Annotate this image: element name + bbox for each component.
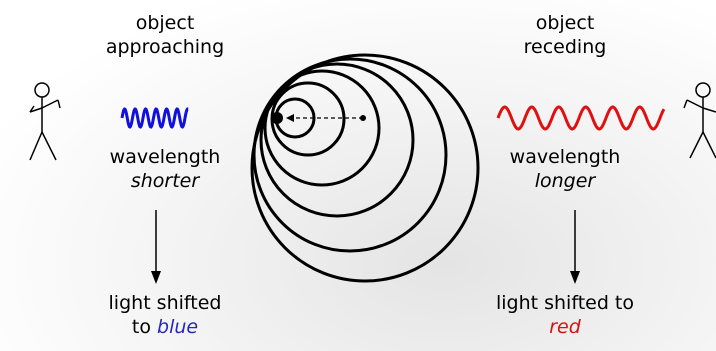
left-result-color-word: blue xyxy=(157,315,199,338)
source-dot xyxy=(271,112,283,124)
right-observer-figure xyxy=(683,82,716,159)
right-title-line1: object xyxy=(535,12,595,34)
right-result-line1: light shifted to xyxy=(495,292,635,314)
right-wavelength-label: wavelength xyxy=(509,146,621,168)
wavefront-circle xyxy=(250,53,480,283)
blue-short-wave xyxy=(120,107,189,129)
left-wavelength-label: wavelength xyxy=(109,146,221,168)
wavefront-circle xyxy=(252,57,448,253)
right-result-color-word: red xyxy=(549,315,581,338)
wavefront-circle xyxy=(259,62,415,218)
wavefront-circles xyxy=(250,53,480,283)
right-wavelength-change: longer xyxy=(534,170,596,192)
wavefront-circle xyxy=(263,69,381,187)
left-result-line2: to blue xyxy=(60,316,270,340)
left-title-line2: approaching xyxy=(105,35,225,58)
right-title: object receding xyxy=(480,12,650,60)
left-result-to: to xyxy=(131,315,151,338)
left-result: light shifted to blue xyxy=(60,292,270,340)
left-result-line1: light shifted xyxy=(108,292,222,314)
red-long-wave xyxy=(496,105,666,131)
left-wavelength-change: shorter xyxy=(130,170,200,192)
left-title: object approaching xyxy=(80,12,250,60)
right-result-line2: red xyxy=(460,316,670,340)
motion-arrowhead xyxy=(286,114,294,122)
origin-dot xyxy=(360,115,366,121)
left-title-line1: object xyxy=(135,12,195,34)
left-down-arrow xyxy=(151,210,161,284)
left-observer-figure xyxy=(29,82,61,161)
right-down-arrow xyxy=(570,210,580,284)
right-title-line2: receding xyxy=(523,35,607,58)
right-result: light shifted to red xyxy=(460,292,670,340)
